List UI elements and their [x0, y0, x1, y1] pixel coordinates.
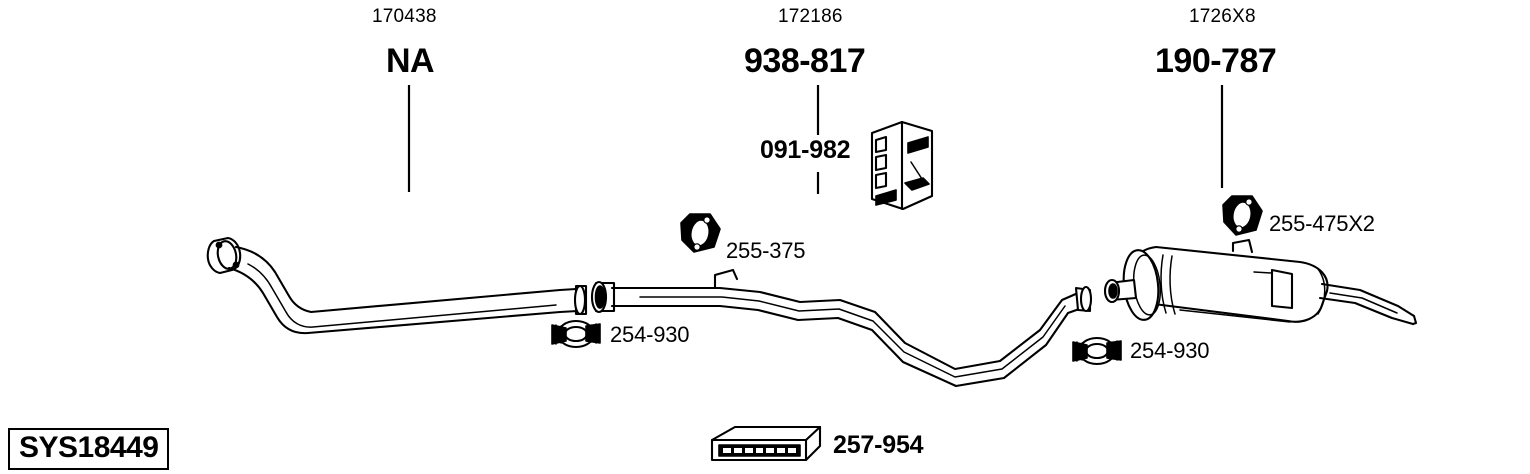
pipe-clamp-icon-right: [1072, 336, 1122, 366]
gasket-flange-icon-255-475X2: [1222, 195, 1263, 236]
part-label-gasket-255-375: 255-375: [726, 238, 806, 263]
system-code-badge: SYS18449: [8, 428, 170, 470]
pipe-clamp-icon-left: [551, 319, 601, 349]
leader-lines: [407, 85, 1224, 194]
callout-part-centre-pipe: 938-817: [744, 42, 866, 80]
part-label-hanger-257-954: 257-954: [833, 431, 924, 459]
callout-ref-centre-pipe: 172186: [778, 6, 843, 27]
rear-silencer-art: [1103, 238, 1418, 326]
centre-exhaust-pipe-art: [590, 268, 1093, 388]
callout-part-rear-silencer: 190-787: [1155, 42, 1277, 80]
part-label-clamp-254-930-left: 254-930: [610, 322, 690, 347]
part-label-clamp-254-930-right: 254-930: [1130, 338, 1210, 363]
part-label-gasket-255-475X2: 255-475X2: [1269, 211, 1375, 236]
bosal-box-tall-icon: [870, 120, 934, 211]
callout-ref-front-pipe: 170438: [372, 6, 437, 27]
gasket-flange-icon-255-375: [680, 213, 721, 253]
callout-part-front-pipe: NA: [386, 42, 435, 80]
front-exhaust-pipe-art: [206, 236, 588, 335]
callout-part-mounting-kit: 091-982: [760, 136, 851, 164]
bosal-box-flat-icon: [710, 425, 822, 462]
callout-ref-rear-silencer: 1726X8: [1189, 6, 1256, 27]
